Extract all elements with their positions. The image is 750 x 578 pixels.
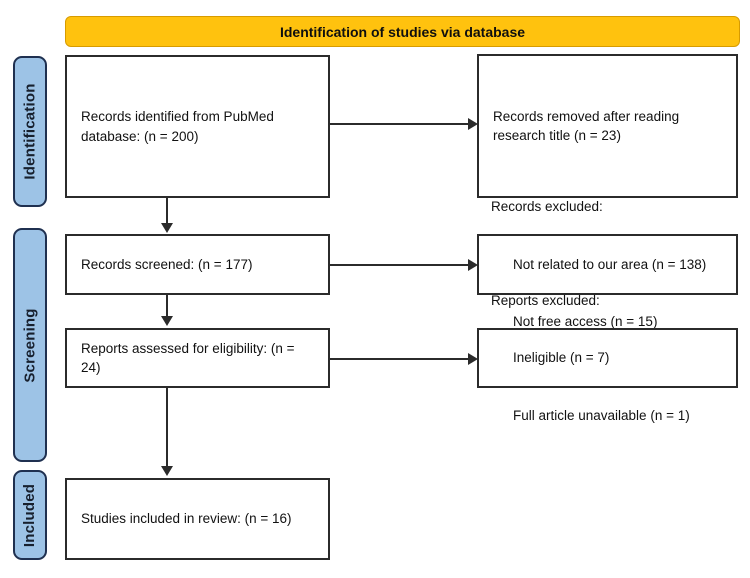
reports-excluded-title: Reports excluded: (491, 292, 600, 308)
connector-screened-to-eligible (166, 295, 168, 317)
box-records-screened-text: Records screened: (n = 177) (81, 256, 253, 272)
phase-label-included: Included (21, 483, 39, 547)
arrow-right-icon-screened-to-records-excluded (468, 259, 478, 271)
box-records-screened: Records screened: (n = 177) (65, 234, 330, 295)
box-studies-included-text: Studies included in review: (n = 16) (81, 511, 292, 527)
box-records-removed-text: Records removed after reading research t… (493, 108, 680, 143)
arrow-down-icon-screened-to-eligible (161, 316, 173, 326)
connector-eligible-to-reports-excluded (330, 358, 469, 360)
connector-identified-to-screened (166, 198, 168, 224)
phase-bar-identification: Identification (13, 56, 47, 207)
arrow-right-icon-identified-to-removed (468, 118, 478, 130)
box-reports-assessed-eligibility-text: Reports assessed for eligibility: (n = 2… (81, 340, 299, 375)
phase-label-identification: Identification (21, 83, 39, 180)
box-records-excluded-text: Records excluded: Not related to our are… (479, 159, 718, 370)
box-reports-excluded: Reports excluded: Ineligible (n = 7) Ful… (477, 293, 738, 423)
connector-screened-to-records-excluded (330, 264, 469, 266)
records-excluded-item-1: Not related to our area (n = 138) (513, 256, 707, 272)
diagram-header-bar: Identification of studies via database (65, 16, 740, 47)
records-excluded-title: Records excluded: (491, 199, 603, 215)
arrow-down-icon-identified-to-screened (161, 223, 173, 233)
reports-excluded-item-2: Full article unavailable (n = 1) (513, 407, 690, 423)
connector-eligible-to-included (166, 388, 168, 467)
records-excluded-item-2: Not free access (n = 15) (513, 314, 658, 330)
box-records-excluded: Records excluded: Not related to our are… (477, 199, 738, 329)
connector-identified-to-removed (330, 123, 469, 125)
diagram-header-title: Identification of studies via database (279, 23, 526, 40)
box-records-removed: Records removed after reading research t… (477, 54, 738, 198)
phase-bar-included: Included (13, 470, 47, 560)
arrow-down-icon-eligible-to-included (161, 466, 173, 476)
box-records-identified-text: Records identified from PubMed database:… (81, 109, 274, 144)
box-reports-excluded-text: Reports excluded: Ineligible (n = 7) Ful… (479, 253, 702, 464)
arrow-right-icon-eligible-to-reports-excluded (468, 353, 478, 365)
box-studies-included: Studies included in review: (n = 16) (65, 478, 330, 560)
box-reports-assessed-eligibility: Reports assessed for eligibility: (n = 2… (65, 328, 330, 388)
phase-bar-screening: Screening (13, 228, 47, 462)
phase-label-screening: Screening (21, 307, 39, 383)
reports-excluded-item-1: Ineligible (n = 7) (513, 350, 610, 366)
box-records-identified: Records identified from PubMed database:… (65, 55, 330, 198)
